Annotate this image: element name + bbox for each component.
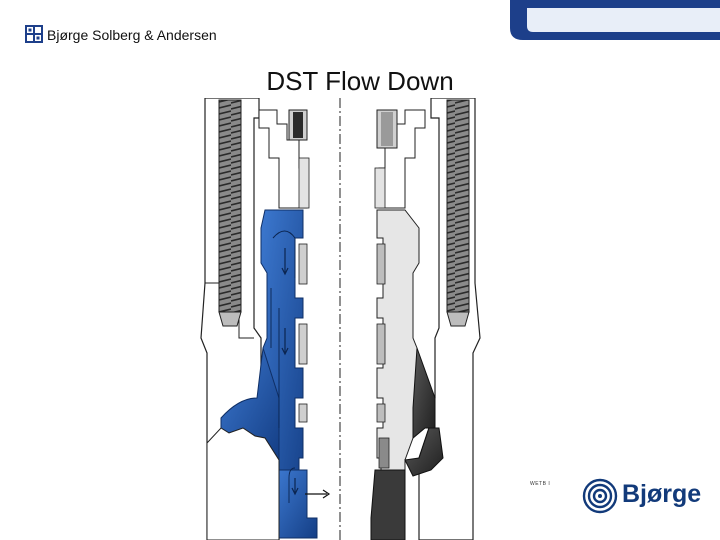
concentric-circles-icon <box>582 478 618 514</box>
right-upper-mechanism <box>374 109 426 209</box>
right-threaded-stud <box>446 99 470 327</box>
company-logo-icon <box>25 25 43 43</box>
left-upper-mechanism <box>258 109 310 209</box>
left-lower-housing <box>206 427 280 540</box>
small-label: WETB I <box>530 481 551 487</box>
dst-cross-section-diagram <box>200 98 481 540</box>
company-name: Bjørge Solberg & Andersen <box>47 27 217 43</box>
right-inner-body <box>370 209 444 540</box>
flow-path-blue <box>220 209 318 539</box>
left-threaded-stud <box>218 99 242 327</box>
header-band <box>510 0 720 40</box>
flow-arrows <box>281 248 299 496</box>
brand-name: Bjørge <box>622 480 702 508</box>
outlet-arrow-icon <box>305 489 331 499</box>
slide-title: DST Flow Down <box>266 66 454 96</box>
